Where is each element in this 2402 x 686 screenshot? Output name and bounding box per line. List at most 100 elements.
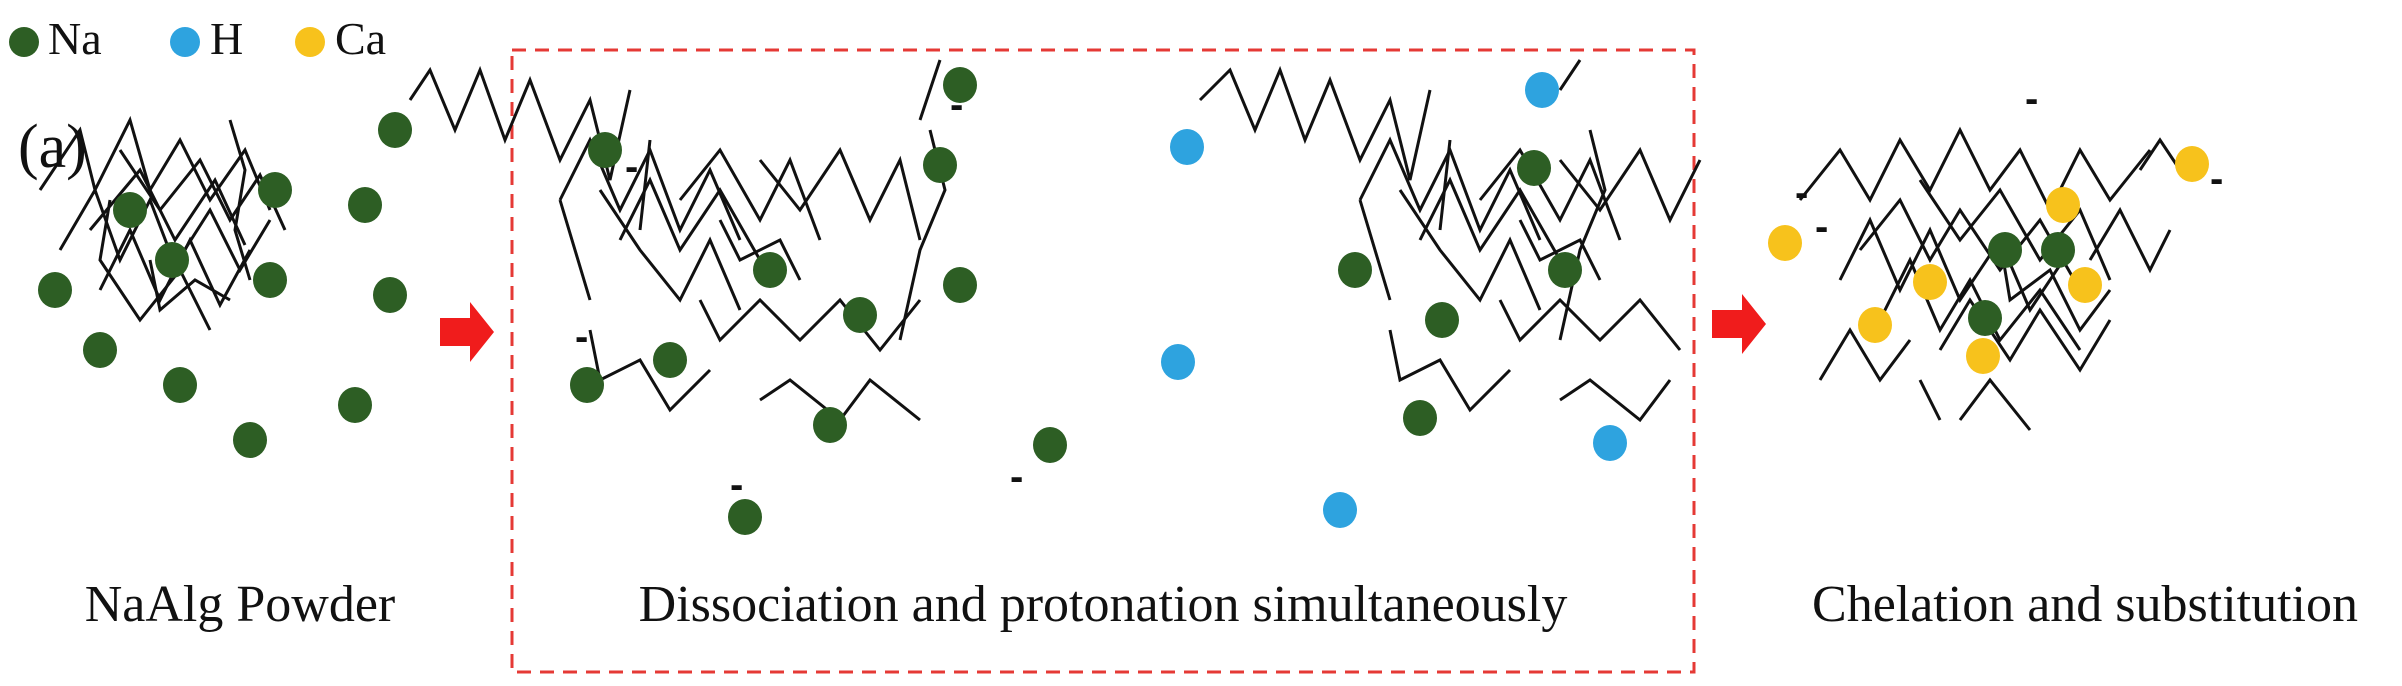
charge-mark-4: - xyxy=(730,463,743,507)
na-ion-4 xyxy=(155,242,189,278)
ca-ion-1 xyxy=(2046,187,2080,223)
h-ion-1 xyxy=(1525,72,1559,108)
chain-middle2-6 xyxy=(1358,199,1392,301)
chain-middle1-3 xyxy=(678,147,822,241)
na-ion-22 xyxy=(728,499,762,535)
panel-label: (a) xyxy=(18,113,87,181)
h-ion-2 xyxy=(1161,344,1195,380)
caption-middle: Dissociation and protonation simultaneou… xyxy=(638,576,1568,633)
na-ion-21 xyxy=(1033,427,1067,463)
charge-mark-1: - xyxy=(950,83,963,127)
na-ion-7 xyxy=(373,277,407,313)
chain-middle2-10 xyxy=(1558,59,1582,91)
ca-ion-4 xyxy=(2068,267,2102,303)
na-ion-16 xyxy=(843,297,877,333)
na-ion-17 xyxy=(943,267,977,303)
chain-middle2-3 xyxy=(1478,147,1622,241)
arrow-right-1 xyxy=(440,302,494,362)
legend-label-h: H xyxy=(210,13,244,64)
legend-h-dot xyxy=(170,27,200,57)
legend-ca-dot xyxy=(295,27,325,57)
chain-middle1-5 xyxy=(598,189,742,311)
ions xyxy=(38,67,2209,535)
na-ion-18 xyxy=(653,342,687,378)
chain-middle2-1 xyxy=(1358,136,1542,241)
ca-ion-3 xyxy=(1913,264,1947,300)
h-ion-4 xyxy=(1323,492,1357,528)
chain-middle1-10 xyxy=(918,59,942,121)
legend-label-ca: Ca xyxy=(335,13,387,64)
chain-middle2-0 xyxy=(1198,65,1432,181)
arrow-right-2 xyxy=(1712,294,1766,354)
charge-mark-7: - xyxy=(2025,77,2038,121)
h-ion-3 xyxy=(1593,425,1627,461)
chain-middle2-7 xyxy=(1498,297,1682,351)
charge-mark-5: - xyxy=(1795,171,1808,215)
chain-middle1-1 xyxy=(558,136,742,241)
na-ion-20 xyxy=(813,407,847,443)
chain-right-6 xyxy=(1998,239,2112,333)
chain-right-4 xyxy=(1858,197,2082,291)
na-ion-10 xyxy=(338,387,372,423)
chain-right-2 xyxy=(1878,256,2082,351)
na-ion-1 xyxy=(258,172,292,208)
charges: --------- xyxy=(575,77,2223,507)
chain-right-5 xyxy=(1938,297,2112,373)
na-ion-0 xyxy=(113,192,147,228)
chain-right-3 xyxy=(1918,179,2112,281)
chain-right-10 xyxy=(1958,377,2032,431)
na-ion-3 xyxy=(378,112,412,148)
chain-middle2-13 xyxy=(1559,378,1672,423)
chain-powder-6 xyxy=(228,119,252,281)
chain-right-7 xyxy=(1818,327,1912,383)
chain-middle1-2 xyxy=(618,176,762,261)
na-ion-2 xyxy=(348,187,382,223)
chain-right-8 xyxy=(1918,379,1942,421)
na-ion-27 xyxy=(1403,400,1437,436)
chain-middle1-4 xyxy=(758,146,922,241)
chain-middle2-4 xyxy=(1558,146,1702,224)
na-ion-23 xyxy=(1517,150,1551,186)
chain-middle1-9 xyxy=(718,219,802,281)
charge-mark-3: - xyxy=(1010,455,1023,499)
na-ion-11 xyxy=(233,422,267,458)
chain-middle1-12 xyxy=(638,139,652,231)
na-ion-5 xyxy=(38,272,72,308)
chain-middle2-5 xyxy=(1398,189,1542,311)
polymer-chains xyxy=(38,59,2182,431)
chain-right-0 xyxy=(1798,126,2152,214)
caption-powder: NaAlg Powder xyxy=(84,576,396,633)
chain-powder-4 xyxy=(88,167,247,246)
na-ion-6 xyxy=(253,262,287,298)
middle-panel-dashed-box xyxy=(510,48,1696,674)
na-ion-28 xyxy=(1988,232,2022,268)
chain-powder-1 xyxy=(58,186,272,274)
ca-ion-2 xyxy=(2175,146,2209,182)
caption-right: Chelation and substitution xyxy=(1812,576,2358,633)
chain-powder-5 xyxy=(98,199,212,331)
chain-middle2-12 xyxy=(1438,139,1452,231)
ca-ion-0 xyxy=(1768,225,1802,261)
na-ion-29 xyxy=(2041,232,2075,268)
legend-na-dot xyxy=(9,27,39,57)
na-ion-24 xyxy=(1548,252,1582,288)
na-ion-26 xyxy=(1425,302,1459,338)
chain-middle2-2 xyxy=(1418,176,1562,261)
charge-mark-2: - xyxy=(575,315,588,359)
na-ion-15 xyxy=(753,252,787,288)
na-ion-9 xyxy=(163,367,197,403)
na-ion-19 xyxy=(570,367,604,403)
chain-middle1-8 xyxy=(588,329,712,413)
chain-middle1-6 xyxy=(558,199,592,301)
chain-right-9 xyxy=(2088,206,2172,274)
charge-mark-6: - xyxy=(2210,157,2223,201)
chain-middle2-9 xyxy=(1518,219,1602,281)
chain-middle2-8 xyxy=(1388,329,1512,413)
chain-middle2-11 xyxy=(1558,129,1607,341)
na-ion-25 xyxy=(1338,252,1372,288)
legend-label-na: Na xyxy=(48,13,102,64)
h-ion-0 xyxy=(1170,129,1204,165)
na-ion-8 xyxy=(83,332,117,368)
charge-mark-8: - xyxy=(1815,205,1828,249)
